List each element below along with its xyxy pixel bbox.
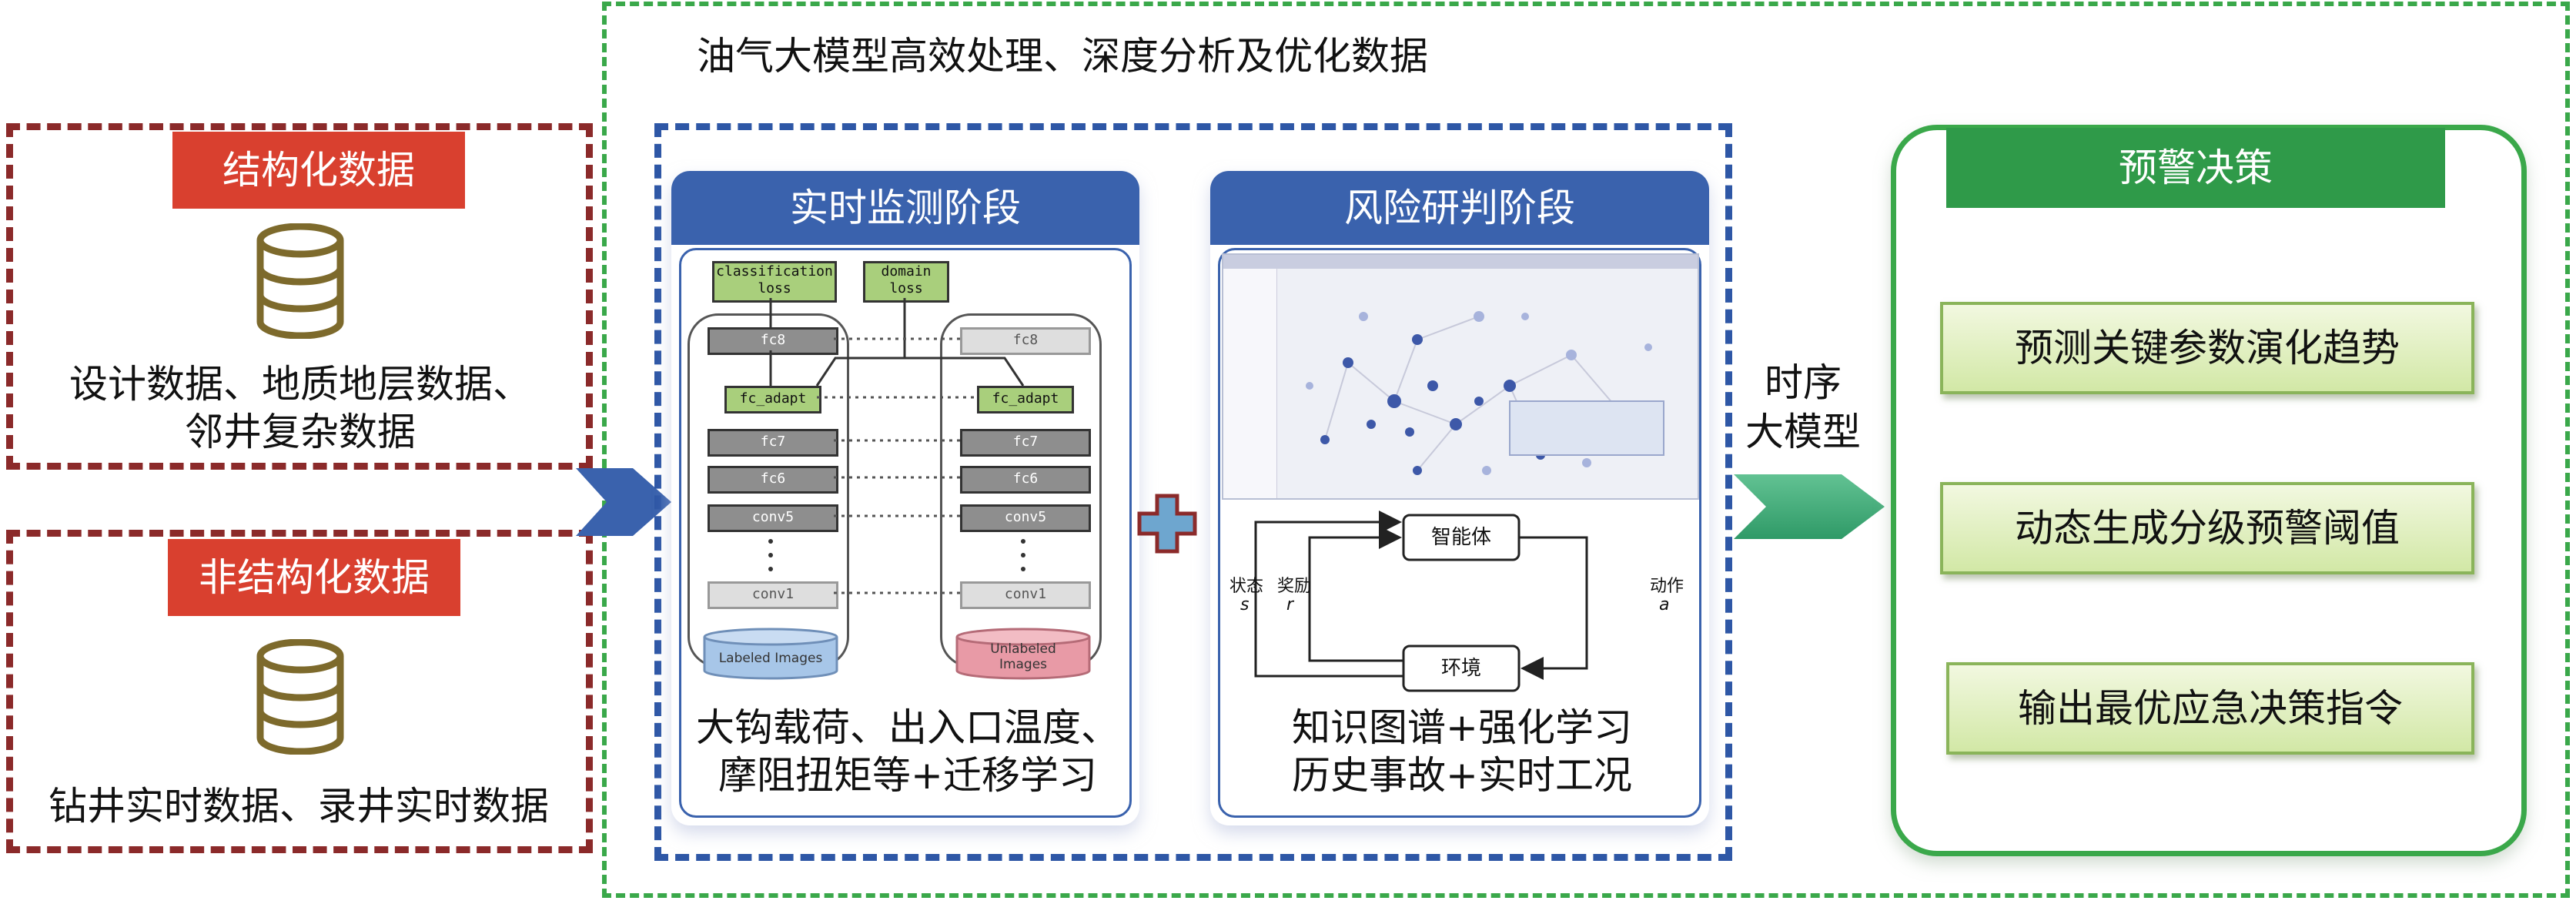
timeseries-model-label-line-1: 时序 <box>1765 360 1842 405</box>
unstructured-data-label: 非结构化数据 <box>168 539 460 616</box>
decision-item-emergency-command: 输出最优应急决策指令 <box>1946 662 2474 755</box>
rl-agent-label: 智能体 <box>1430 526 1491 549</box>
structured-data-line-1: 设计数据、地质地层数据、 <box>69 362 531 407</box>
structured-data-label: 结构化数据 <box>172 132 465 209</box>
monitoring-caption-line-2: 摩阻扭矩等+迁移学习 <box>718 753 1097 798</box>
decision-item-warning-threshold: 动态生成分级预警阈值 <box>1940 482 2474 574</box>
unlabeled-images-label: Unlabeled Images <box>990 641 1056 672</box>
stages-frame <box>654 123 1732 861</box>
structured-data-line-2: 邻井复杂数据 <box>185 410 416 454</box>
layer-left-fc6: fc6 <box>708 466 838 494</box>
layer-right-conv1: conv1 <box>960 581 1091 609</box>
graph-nodes <box>1306 311 1664 475</box>
monitoring-caption-line-1: 大钩载荷、出入口温度、 <box>696 705 1119 750</box>
monitoring-stage-panel: 实时监测阶段 classification loss domain loss f… <box>671 171 1139 825</box>
layer-left-conv1: conv1 <box>708 581 838 609</box>
unlabeled-images-db-icon <box>955 628 1091 680</box>
layer-left-fc8: fc8 <box>708 327 838 355</box>
decision-item-predict-trend: 预测关键参数演化趋势 <box>1940 302 2474 394</box>
layer-right-conv5: conv5 <box>960 504 1091 532</box>
decision-title: 预警决策 <box>1946 128 2445 208</box>
monitoring-stage-title: 实时监测阶段 <box>671 171 1139 245</box>
risk-stage-title: 风险研判阶段 <box>1210 171 1709 245</box>
layer-left-fc-adapt: fc_adapt <box>724 386 821 413</box>
labeled-images-label: Labeled Images <box>718 651 823 666</box>
risk-figure: 智能体 环境 状态 s 奖励 r 动作 a 知识图谱+强化学习 历史事故+实时工… <box>1218 248 1701 818</box>
rl-reward-label: 奖励 <box>1277 577 1312 596</box>
database-icon <box>254 639 346 755</box>
network-connections <box>768 298 1025 594</box>
processing-title: 油气大模型高效处理、深度分析及优化数据 <box>697 34 1428 79</box>
rl-state-label: 状态 <box>1229 577 1264 596</box>
layer-right-fc7: fc7 <box>960 429 1091 457</box>
structured-data-box <box>6 123 593 470</box>
rl-env-label: 环境 <box>1440 657 1481 680</box>
timeseries-model-label-line-2: 大模型 <box>1745 410 1861 454</box>
risk-caption-line-2: 历史事故+实时工况 <box>1292 753 1632 798</box>
risk-caption-line-1: 知识图谱+强化学习 <box>1292 705 1632 750</box>
layer-right-fc6: fc6 <box>960 466 1091 494</box>
layer-left-conv5: conv5 <box>708 504 838 532</box>
rl-loop-diagram <box>1254 511 1588 692</box>
risk-stage-panel: 风险研判阶段 <box>1210 171 1709 825</box>
unstructured-data-line-1: 钻井实时数据、录井实时数据 <box>49 784 549 829</box>
database-icon <box>254 223 346 339</box>
layer-right-fc8: fc8 <box>960 327 1091 355</box>
transfer-network-figure: classification loss domain loss fc8 fc_a… <box>679 248 1132 818</box>
labeled-images-db-icon <box>703 628 838 680</box>
rl-action-label: 动作 <box>1650 577 1684 596</box>
domain-loss-box: domain loss <box>863 261 949 303</box>
classification-loss-box: classification loss <box>712 261 837 303</box>
rl-state-symbol: s <box>1240 595 1250 614</box>
output-arrow-icon <box>1734 474 1885 539</box>
rl-action-symbol: a <box>1659 595 1670 614</box>
processing-frame <box>602 2 2570 898</box>
layer-left-fc7: fc7 <box>708 429 838 457</box>
plus-icon <box>1137 494 1197 554</box>
layer-right-fc-adapt: fc_adapt <box>977 386 1074 413</box>
rl-reward-symbol: r <box>1286 595 1294 614</box>
unstructured-data-box <box>6 530 593 853</box>
knowledge-graph-screenshot <box>1222 253 1699 500</box>
input-arrow-icon <box>576 468 671 536</box>
